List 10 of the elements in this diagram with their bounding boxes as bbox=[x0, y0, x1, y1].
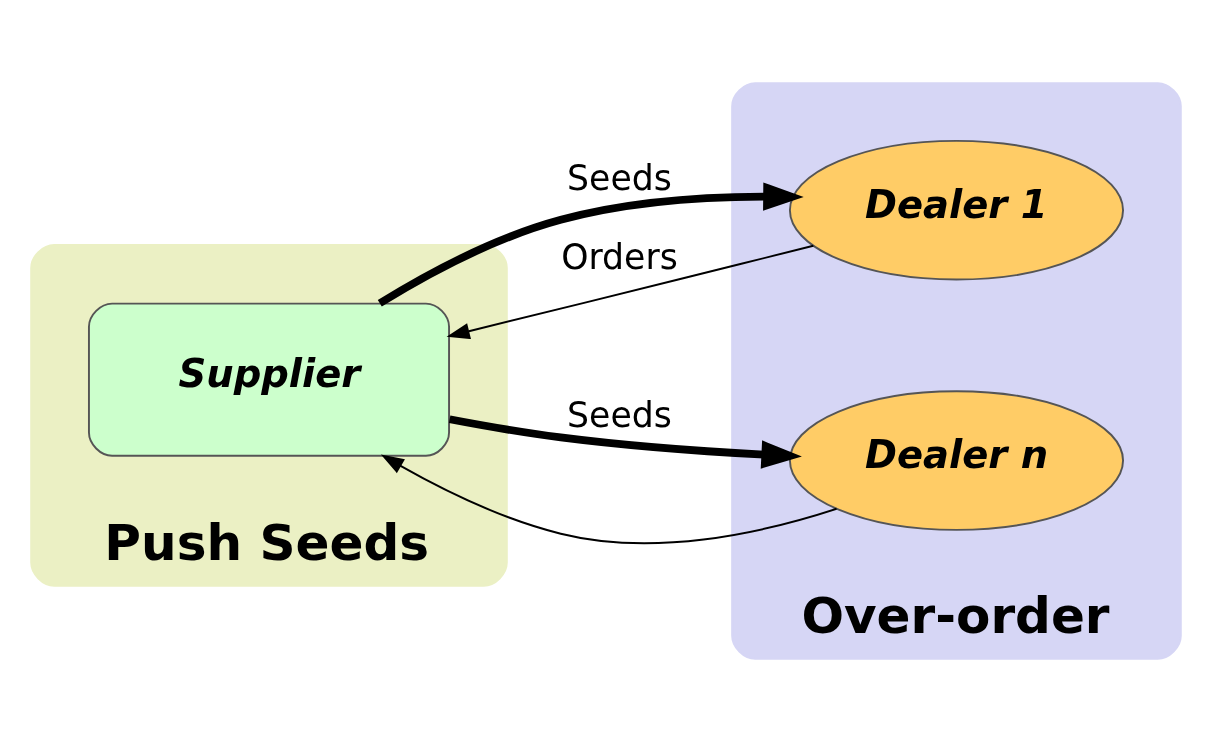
arrow bbox=[380, 454, 838, 544]
node-box: Supplier bbox=[88, 302, 451, 457]
edge-label: Seeds bbox=[567, 394, 672, 435]
arrow bbox=[377, 181, 804, 307]
edge-label: Orders bbox=[561, 236, 678, 277]
arrow bbox=[446, 244, 815, 339]
edge-label: Seeds bbox=[567, 157, 672, 198]
node-ellipse: Dealer 1 bbox=[788, 139, 1124, 280]
node-ellipse: Dealer n bbox=[788, 389, 1124, 531]
arrow bbox=[448, 415, 802, 469]
